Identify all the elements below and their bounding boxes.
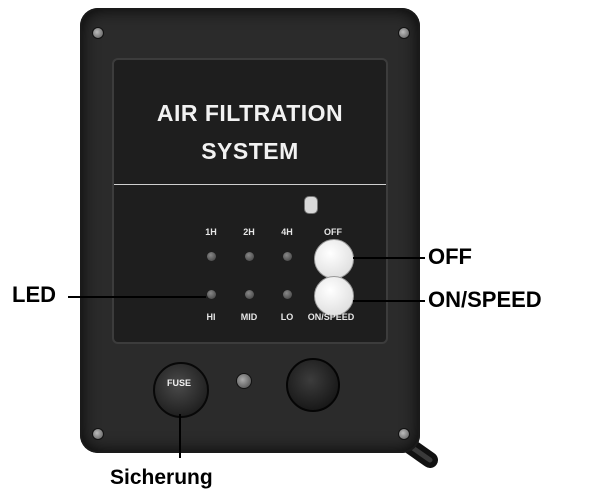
indicator-light-icon	[304, 196, 318, 214]
cable-gland	[286, 358, 340, 412]
timer-label-4h: 4H	[281, 227, 293, 237]
led-callout-label: LED	[12, 282, 56, 307]
screw-icon	[92, 27, 104, 39]
led-lo	[283, 290, 292, 299]
off-button-label: OFF	[324, 227, 342, 237]
on-speed-button-label: ON/SPEED	[307, 312, 355, 322]
control-panel: AIR FILTRATION SYSTEM 1H 2H 4H OFF HI MI…	[112, 58, 388, 344]
off-button[interactable]	[314, 239, 354, 279]
speed-label-lo: LO	[280, 312, 294, 322]
fuse-holder-label: FUSE	[166, 378, 191, 388]
panel-divider	[114, 184, 386, 185]
fuse-callout-line	[179, 414, 181, 458]
led-hi	[207, 290, 216, 299]
led-2h	[245, 252, 254, 261]
screw-icon	[398, 27, 410, 39]
panel-title-line2: SYSTEM	[201, 138, 299, 164]
led-mid	[245, 290, 254, 299]
screw-icon	[236, 373, 252, 389]
off-callout-line	[353, 257, 425, 259]
speed-label-hi: HI	[206, 312, 216, 322]
speed-label-mid: MID	[240, 312, 258, 322]
led-1h	[207, 252, 216, 261]
timer-label-2h: 2H	[243, 227, 255, 237]
fuse-callout-label: Sicherung	[110, 466, 213, 489]
timer-label-1h: 1H	[205, 227, 217, 237]
fuse-holder[interactable]	[153, 362, 209, 418]
screw-icon	[92, 428, 104, 440]
off-callout-label: OFF	[428, 244, 472, 269]
panel-title-line1: AIR FILTRATION	[156, 100, 344, 126]
led-callout-line	[68, 296, 206, 298]
on-speed-callout-label: ON/SPEED	[428, 287, 542, 312]
screw-icon	[398, 428, 410, 440]
on-speed-button[interactable]	[314, 276, 354, 316]
on-speed-callout-line	[353, 300, 425, 302]
led-4h	[283, 252, 292, 261]
